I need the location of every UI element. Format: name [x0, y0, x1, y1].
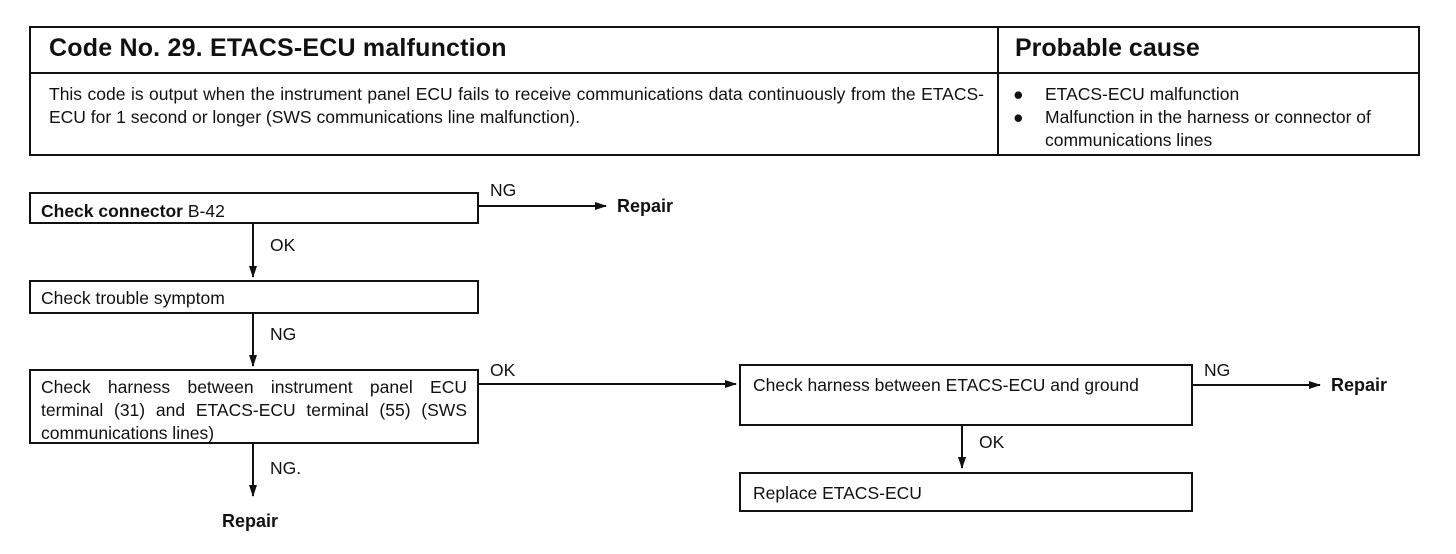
cause-item: ● ETACS-ECU malfunction: [1013, 83, 1413, 106]
cause-item: ● Malfunction in the harness or connecto…: [1013, 106, 1413, 152]
label-b2-ng: NG: [270, 324, 297, 344]
connector-id: B-42: [182, 201, 225, 221]
table-divider-horizontal: [31, 72, 1418, 74]
table-divider-vertical: [997, 28, 999, 154]
check-trouble-symptom-text: Check trouble symptom: [41, 288, 225, 308]
code-title: Code No. 29. ETACS-ECU malfunction: [49, 34, 507, 62]
check-connector-label: Check connector: [41, 201, 183, 221]
label-b4-ok: OK: [979, 432, 1005, 452]
check-trouble-symptom-box: Check trouble symptom: [29, 280, 479, 314]
code-header-table: Code No. 29. ETACS-ECU malfunction Proba…: [29, 26, 1420, 156]
replace-etacs-ecu-box: Replace ETACS-ECU: [739, 472, 1193, 512]
code-description: This code is output when the instrument …: [49, 84, 984, 127]
label-b3-ok: OK: [490, 360, 516, 380]
label-b3-ng: NG.: [270, 458, 302, 478]
bullet-icon: ●: [1013, 107, 1024, 127]
repair-terminal-1: Repair: [617, 196, 674, 216]
check-harness-ground-box: Check harness between ETACS-ECU and grou…: [739, 364, 1193, 426]
replace-etacs-ecu-text: Replace ETACS-ECU: [753, 483, 922, 503]
repair-terminal-3: Repair: [1331, 375, 1388, 395]
label-b4-ng: NG: [1204, 360, 1231, 380]
label-b1-ng: NG: [490, 180, 517, 200]
label-b1-ok: OK: [270, 235, 296, 255]
cause-text: Malfunction in the harness or connector …: [1045, 107, 1371, 150]
bullet-icon: ●: [1013, 84, 1024, 104]
check-harness-ground-text: Check harness between ETACS-ECU and grou…: [753, 375, 1139, 395]
check-connector-box: Check connector B-42: [29, 192, 479, 224]
check-harness-sws-box: Check harness between instrument panel E…: [29, 369, 479, 444]
cause-text: ETACS-ECU malfunction: [1045, 84, 1240, 104]
check-harness-sws-text: Check harness between instrument panel E…: [41, 377, 467, 443]
probable-cause-title: Probable cause: [1015, 34, 1200, 62]
repair-terminal-2: Repair: [222, 511, 279, 531]
probable-cause-list: ● ETACS-ECU malfunction ● Malfunction in…: [1013, 83, 1413, 152]
